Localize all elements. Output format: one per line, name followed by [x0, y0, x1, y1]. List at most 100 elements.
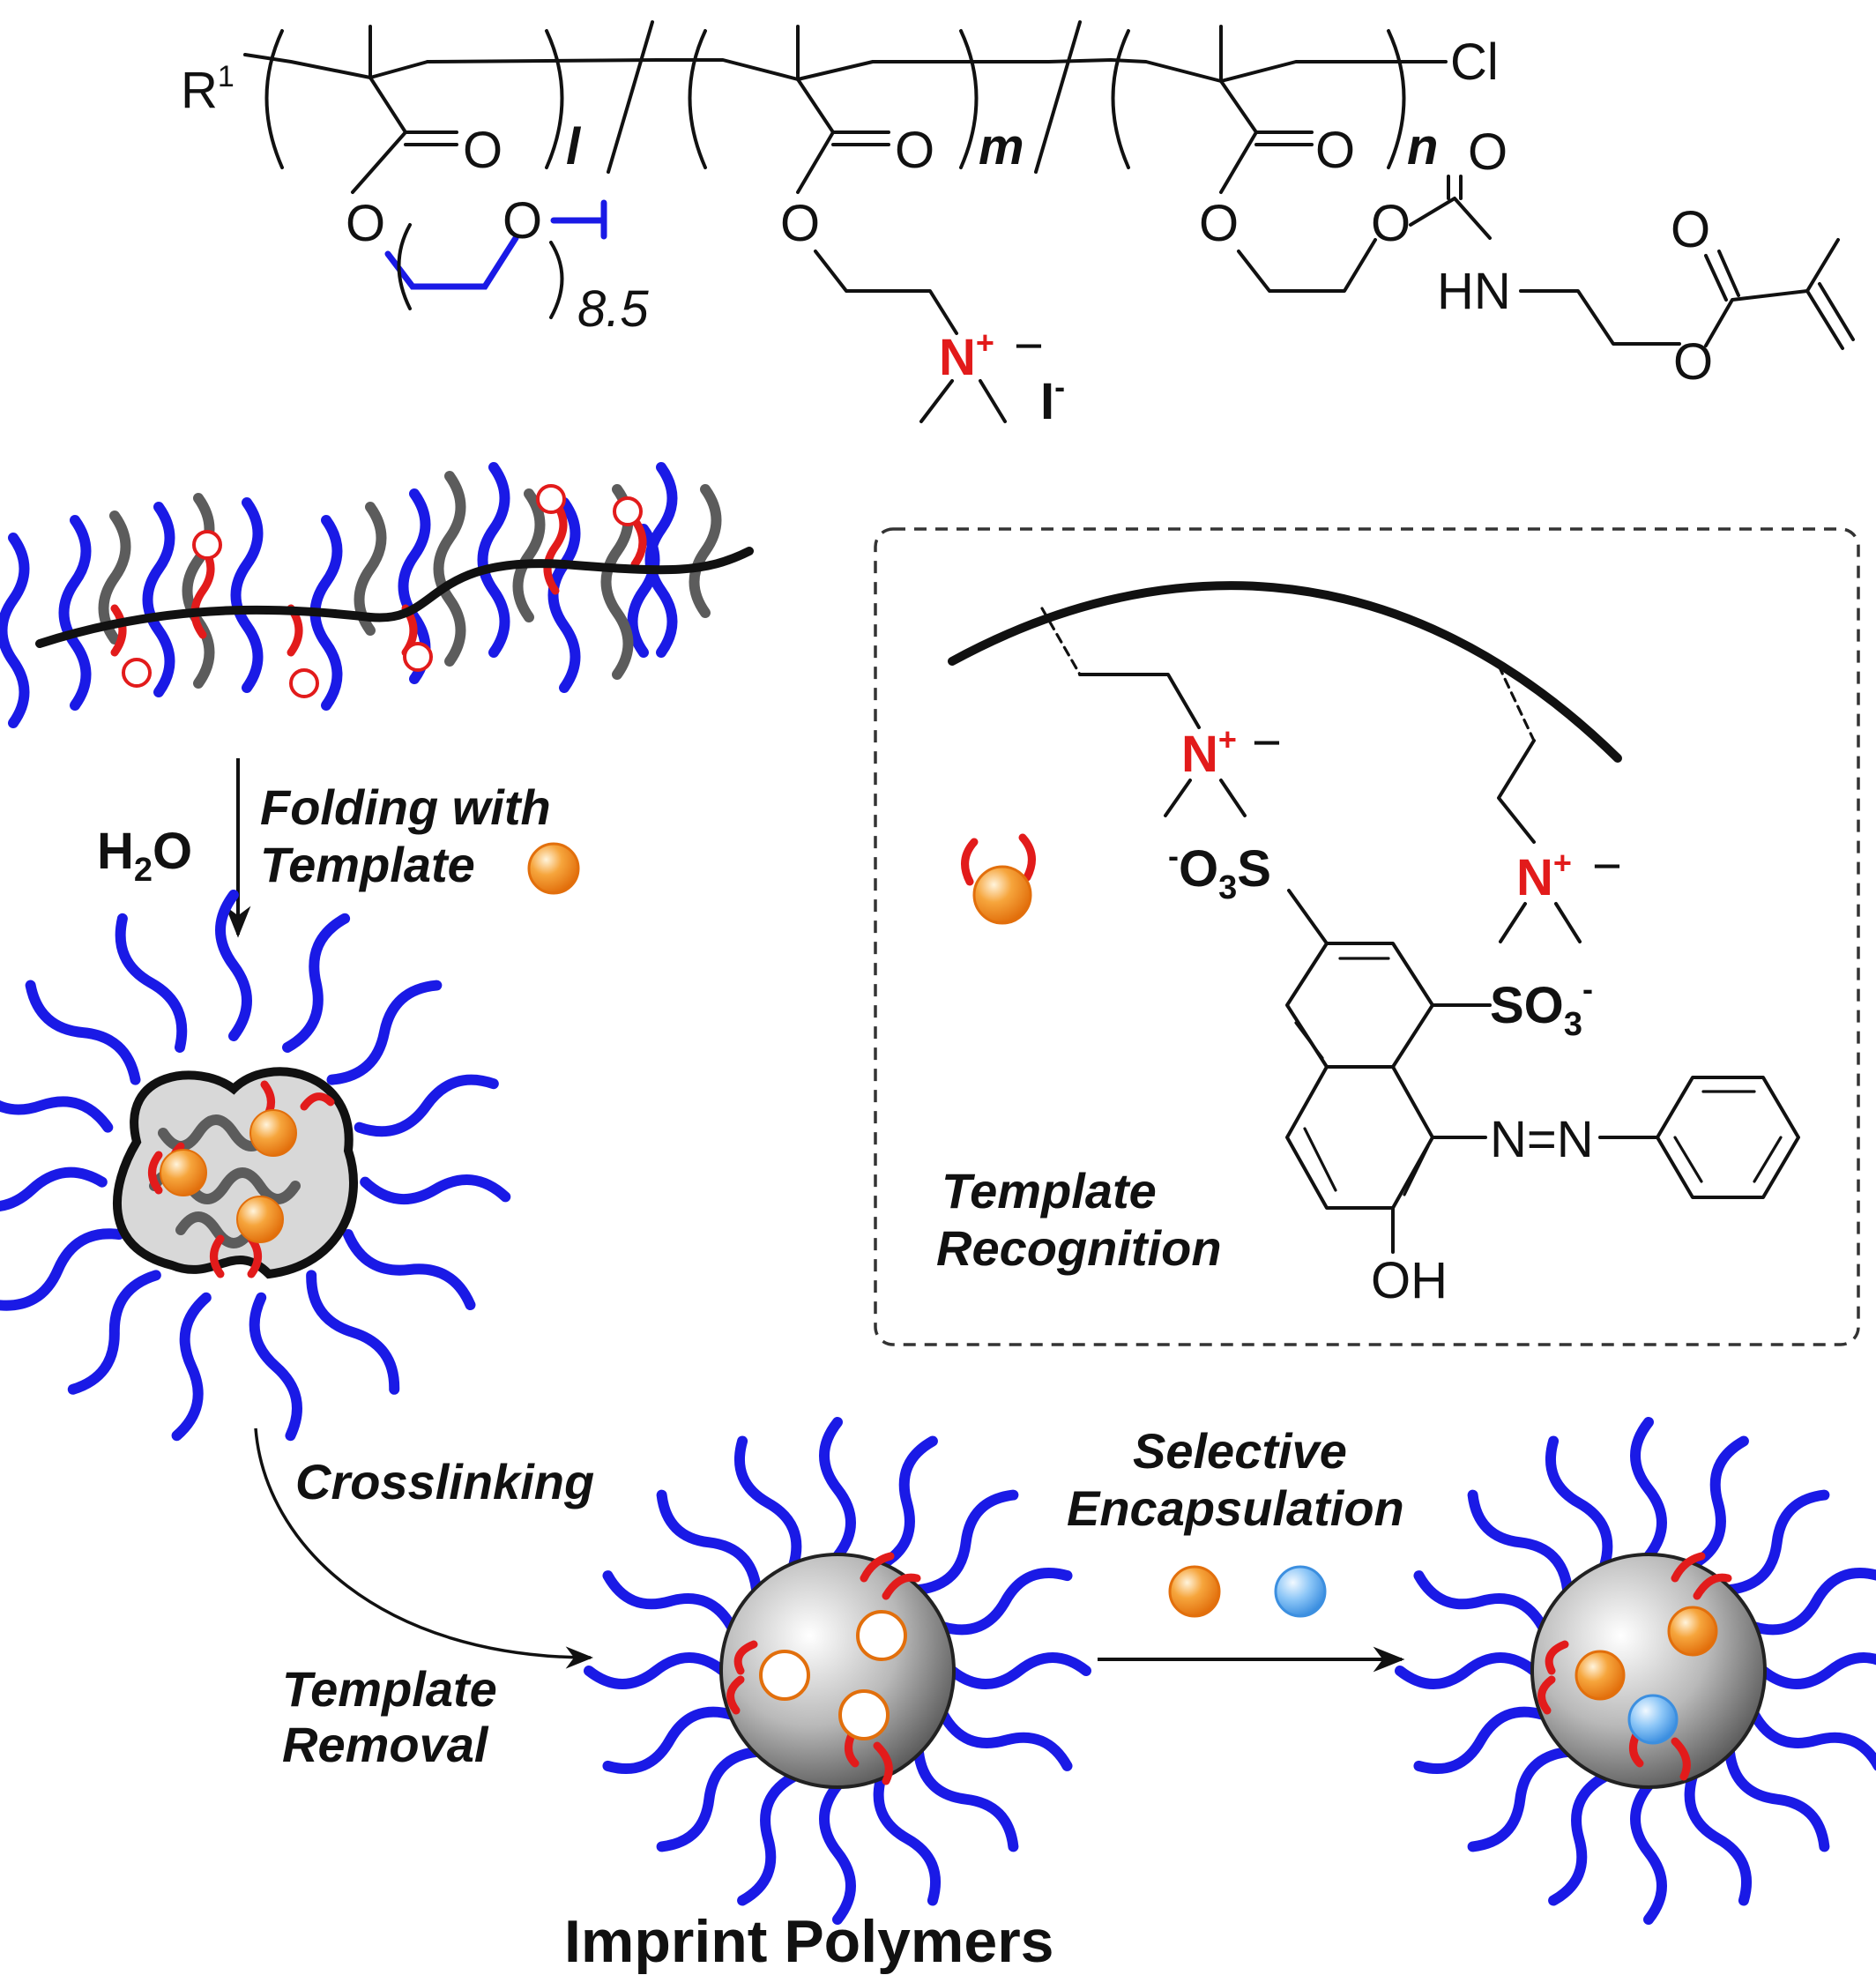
o-carbamate-carbonyl: O	[1468, 123, 1508, 181]
template-removal-label-line1: Template	[282, 1661, 497, 1717]
peg-strand	[354, 1074, 499, 1137]
peg-bracket-close	[549, 241, 564, 319]
peg-strand	[1684, 1771, 1752, 1906]
peg-strand	[938, 1709, 1073, 1771]
peg-strand	[249, 1292, 302, 1442]
cationic-strand	[1537, 1640, 1569, 1715]
crosslinker-strand	[182, 493, 215, 689]
carbamate-co	[1447, 175, 1463, 200]
crosslinker-strand	[98, 511, 131, 645]
ammonium-left: N+	[1181, 721, 1237, 783]
backbone	[35, 547, 754, 648]
ammonium-methyls	[919, 379, 1007, 423]
ester-n	[1219, 79, 1258, 194]
peg-strand	[1723, 1746, 1830, 1852]
ammonium-left-dash: −	[1252, 714, 1282, 771]
inset-frame	[874, 527, 1860, 1346]
peg-strand	[0, 1166, 108, 1212]
encapsulation-step: Selective Encapsulation	[1067, 1423, 1405, 1673]
carbamate	[1409, 197, 1492, 240]
bracket-l-close	[545, 29, 564, 169]
positive-charge-icon	[192, 530, 222, 560]
sulfonate-right: SO3-	[1490, 971, 1593, 1043]
ammonium-methyl-dash: −	[1014, 317, 1044, 375]
methacrylate-vinyl	[1805, 238, 1855, 350]
positive-charge-icon	[613, 496, 643, 526]
cationic-strand	[110, 604, 127, 657]
linker-left	[1078, 673, 1201, 729]
crosslinker-strand	[433, 471, 466, 667]
peg-strand	[215, 890, 252, 1041]
folding-label: Folding with	[260, 779, 551, 835]
inset-backbone	[948, 581, 1622, 763]
crosslinking-step: Crosslinking Template Removal	[254, 1427, 594, 1772]
positive-charge-icon	[403, 642, 433, 672]
carbonyl-n	[1254, 130, 1314, 146]
empty-cavity-icon	[759, 1650, 810, 1701]
azo-group: N=N	[1490, 1111, 1594, 1168]
o-peg: O	[502, 192, 542, 250]
o-carbonyl-n: O	[1315, 122, 1355, 179]
bracket-m-close	[959, 29, 979, 169]
peg-strand	[584, 1652, 728, 1689]
ammonium-right-methyls	[1499, 902, 1582, 943]
loaded-nanoparticle	[1395, 1417, 1876, 1925]
encapsulation-label: Encapsulation	[1067, 1480, 1404, 1536]
peg-strand	[873, 1771, 941, 1906]
bracket-l-open	[264, 29, 284, 169]
peg-bracket-open	[397, 223, 412, 310]
cationic-strand	[630, 516, 647, 569]
naphthalene-ring	[1285, 942, 1434, 1210]
peg-strand	[875, 1435, 938, 1570]
template-label: Template	[260, 837, 475, 892]
peg-strand	[547, 497, 581, 693]
sulfonate-left: -O3S	[1168, 838, 1271, 906]
empty-cavity-icon	[856, 1610, 907, 1661]
bracket-n-close	[1387, 29, 1406, 169]
peg-strand	[1749, 1568, 1876, 1636]
peg-strand	[656, 1489, 763, 1596]
phenyl-double-bonds	[1673, 1090, 1783, 1183]
peg-corona	[584, 1417, 1091, 1925]
peg-strand	[1467, 1746, 1574, 1852]
peg-strand	[58, 515, 92, 711]
positive-charge-icon	[122, 658, 152, 688]
competitor-icon	[1627, 1694, 1679, 1745]
template-ball-icon	[972, 865, 1032, 925]
template-ball-icon	[236, 1196, 284, 1243]
carbonyl-m	[831, 130, 890, 146]
crosslinking-label: Crosslinking	[295, 1454, 594, 1509]
template-ball-icon	[1168, 1565, 1221, 1618]
peg-strand	[1686, 1435, 1749, 1570]
template-ball-icon	[249, 1109, 297, 1157]
end-group-r1: R1	[181, 60, 234, 119]
dashed-attachment	[1497, 664, 1536, 742]
amine-hn: HN	[1437, 263, 1511, 320]
peg-strand	[819, 1417, 856, 1561]
crosslinker-strand	[689, 484, 722, 618]
template-ball-icon	[160, 1149, 207, 1196]
o-carbonyl-m: O	[895, 122, 934, 179]
peg-strand	[360, 1174, 511, 1205]
o-carbamate: O	[1371, 195, 1411, 252]
slash-2	[1034, 20, 1082, 174]
index-l: l	[566, 118, 582, 175]
ethylene-n	[1237, 238, 1377, 293]
peg-strand	[912, 1746, 1019, 1852]
iodide-counterion: I-	[1040, 369, 1065, 430]
peg-strand	[1749, 1709, 1876, 1771]
extended-polymer-chain	[0, 462, 754, 728]
backbone-segment-mn	[426, 58, 1448, 83]
ester-m	[796, 78, 835, 194]
folded-polymer	[0, 890, 511, 1442]
peg-strand	[644, 462, 678, 658]
peg-corona	[0, 890, 511, 1442]
peg-strand	[819, 1780, 856, 1925]
peg-strand	[142, 502, 175, 697]
bracket-m-open	[688, 29, 707, 169]
ethyl-linker-m	[814, 250, 958, 335]
peg-strand	[602, 1570, 737, 1633]
peg-strand	[1758, 1652, 1876, 1689]
ammonium-n: N+	[939, 324, 994, 386]
